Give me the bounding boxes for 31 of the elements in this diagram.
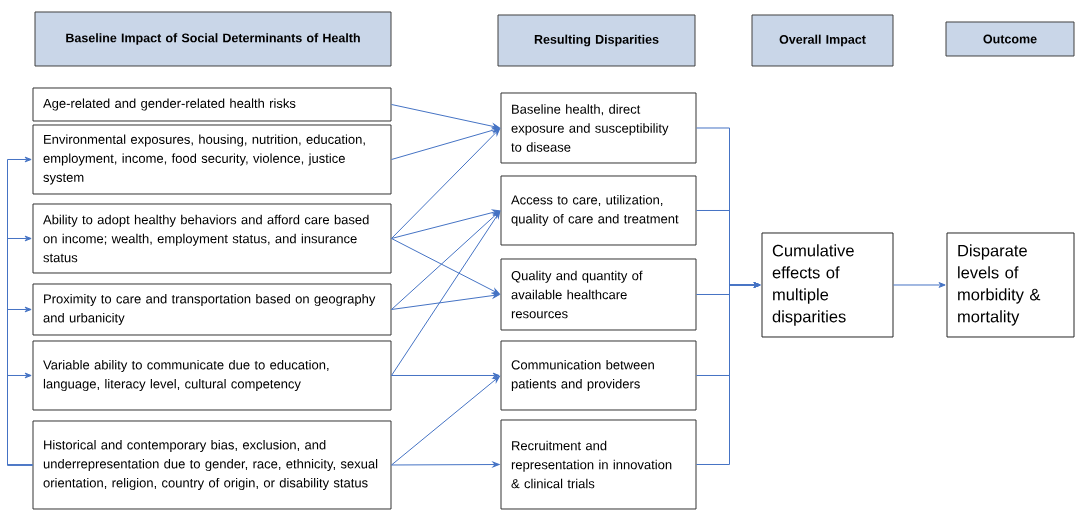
column-header: Resulting Disparities <box>497 14 696 67</box>
process-box: Cumulative effects of multiple disparities <box>761 232 894 338</box>
arrow <box>391 461 500 468</box>
arrow <box>391 238 500 295</box>
arrow <box>391 375 500 466</box>
column-header: Overall Impact <box>751 14 894 67</box>
process-box: Disparate levels of morbidity & mortality <box>946 232 1075 338</box>
process-box: Baseline health, direct exposure and susceptibility to disease <box>500 92 697 164</box>
process-box: Quality and quantity of available healthcare resources <box>500 258 697 331</box>
process-box: Communication between patients and providers <box>500 340 697 411</box>
arrow <box>7 372 33 466</box>
arrow <box>391 210 500 310</box>
process-box: Age-related and gender-related health risks <box>32 87 392 122</box>
process-box: Historical and contemporary bias, exclusion, and underrepresentation due to gender, race, ethnicity, sexual orientation, religion, country of origin, or disability status <box>32 420 392 510</box>
arrow <box>391 372 500 379</box>
arrow <box>696 282 761 465</box>
process-box: Proximity to care and transportation based on geography and urbanicity <box>32 283 392 336</box>
arrow <box>391 292 500 310</box>
arrow <box>391 211 501 376</box>
column-header: Baseline Impact of Social Determinants of Health <box>34 11 392 67</box>
arrow <box>391 128 501 239</box>
arrow <box>391 209 500 239</box>
arrow <box>391 104 500 130</box>
process-box: Recruitment and representation in innovation & clinical trials <box>500 419 697 510</box>
arrow <box>893 282 946 288</box>
column-header: Outcome <box>945 21 1075 57</box>
process-box: Access to care, utilization, quality of care and treatment <box>500 175 697 246</box>
process-box: Environmental exposures, housing, nutrition, education, employment, income, food security, violence, justice system <box>32 124 392 195</box>
process-box: Ability to adopt healthy behaviors and afford care based on income; wealth, employment status, and insurance status <box>32 203 392 274</box>
arrow <box>391 127 500 160</box>
process-box: Variable ability to communicate due to education, language, literacy level, cultural competency <box>32 340 392 411</box>
